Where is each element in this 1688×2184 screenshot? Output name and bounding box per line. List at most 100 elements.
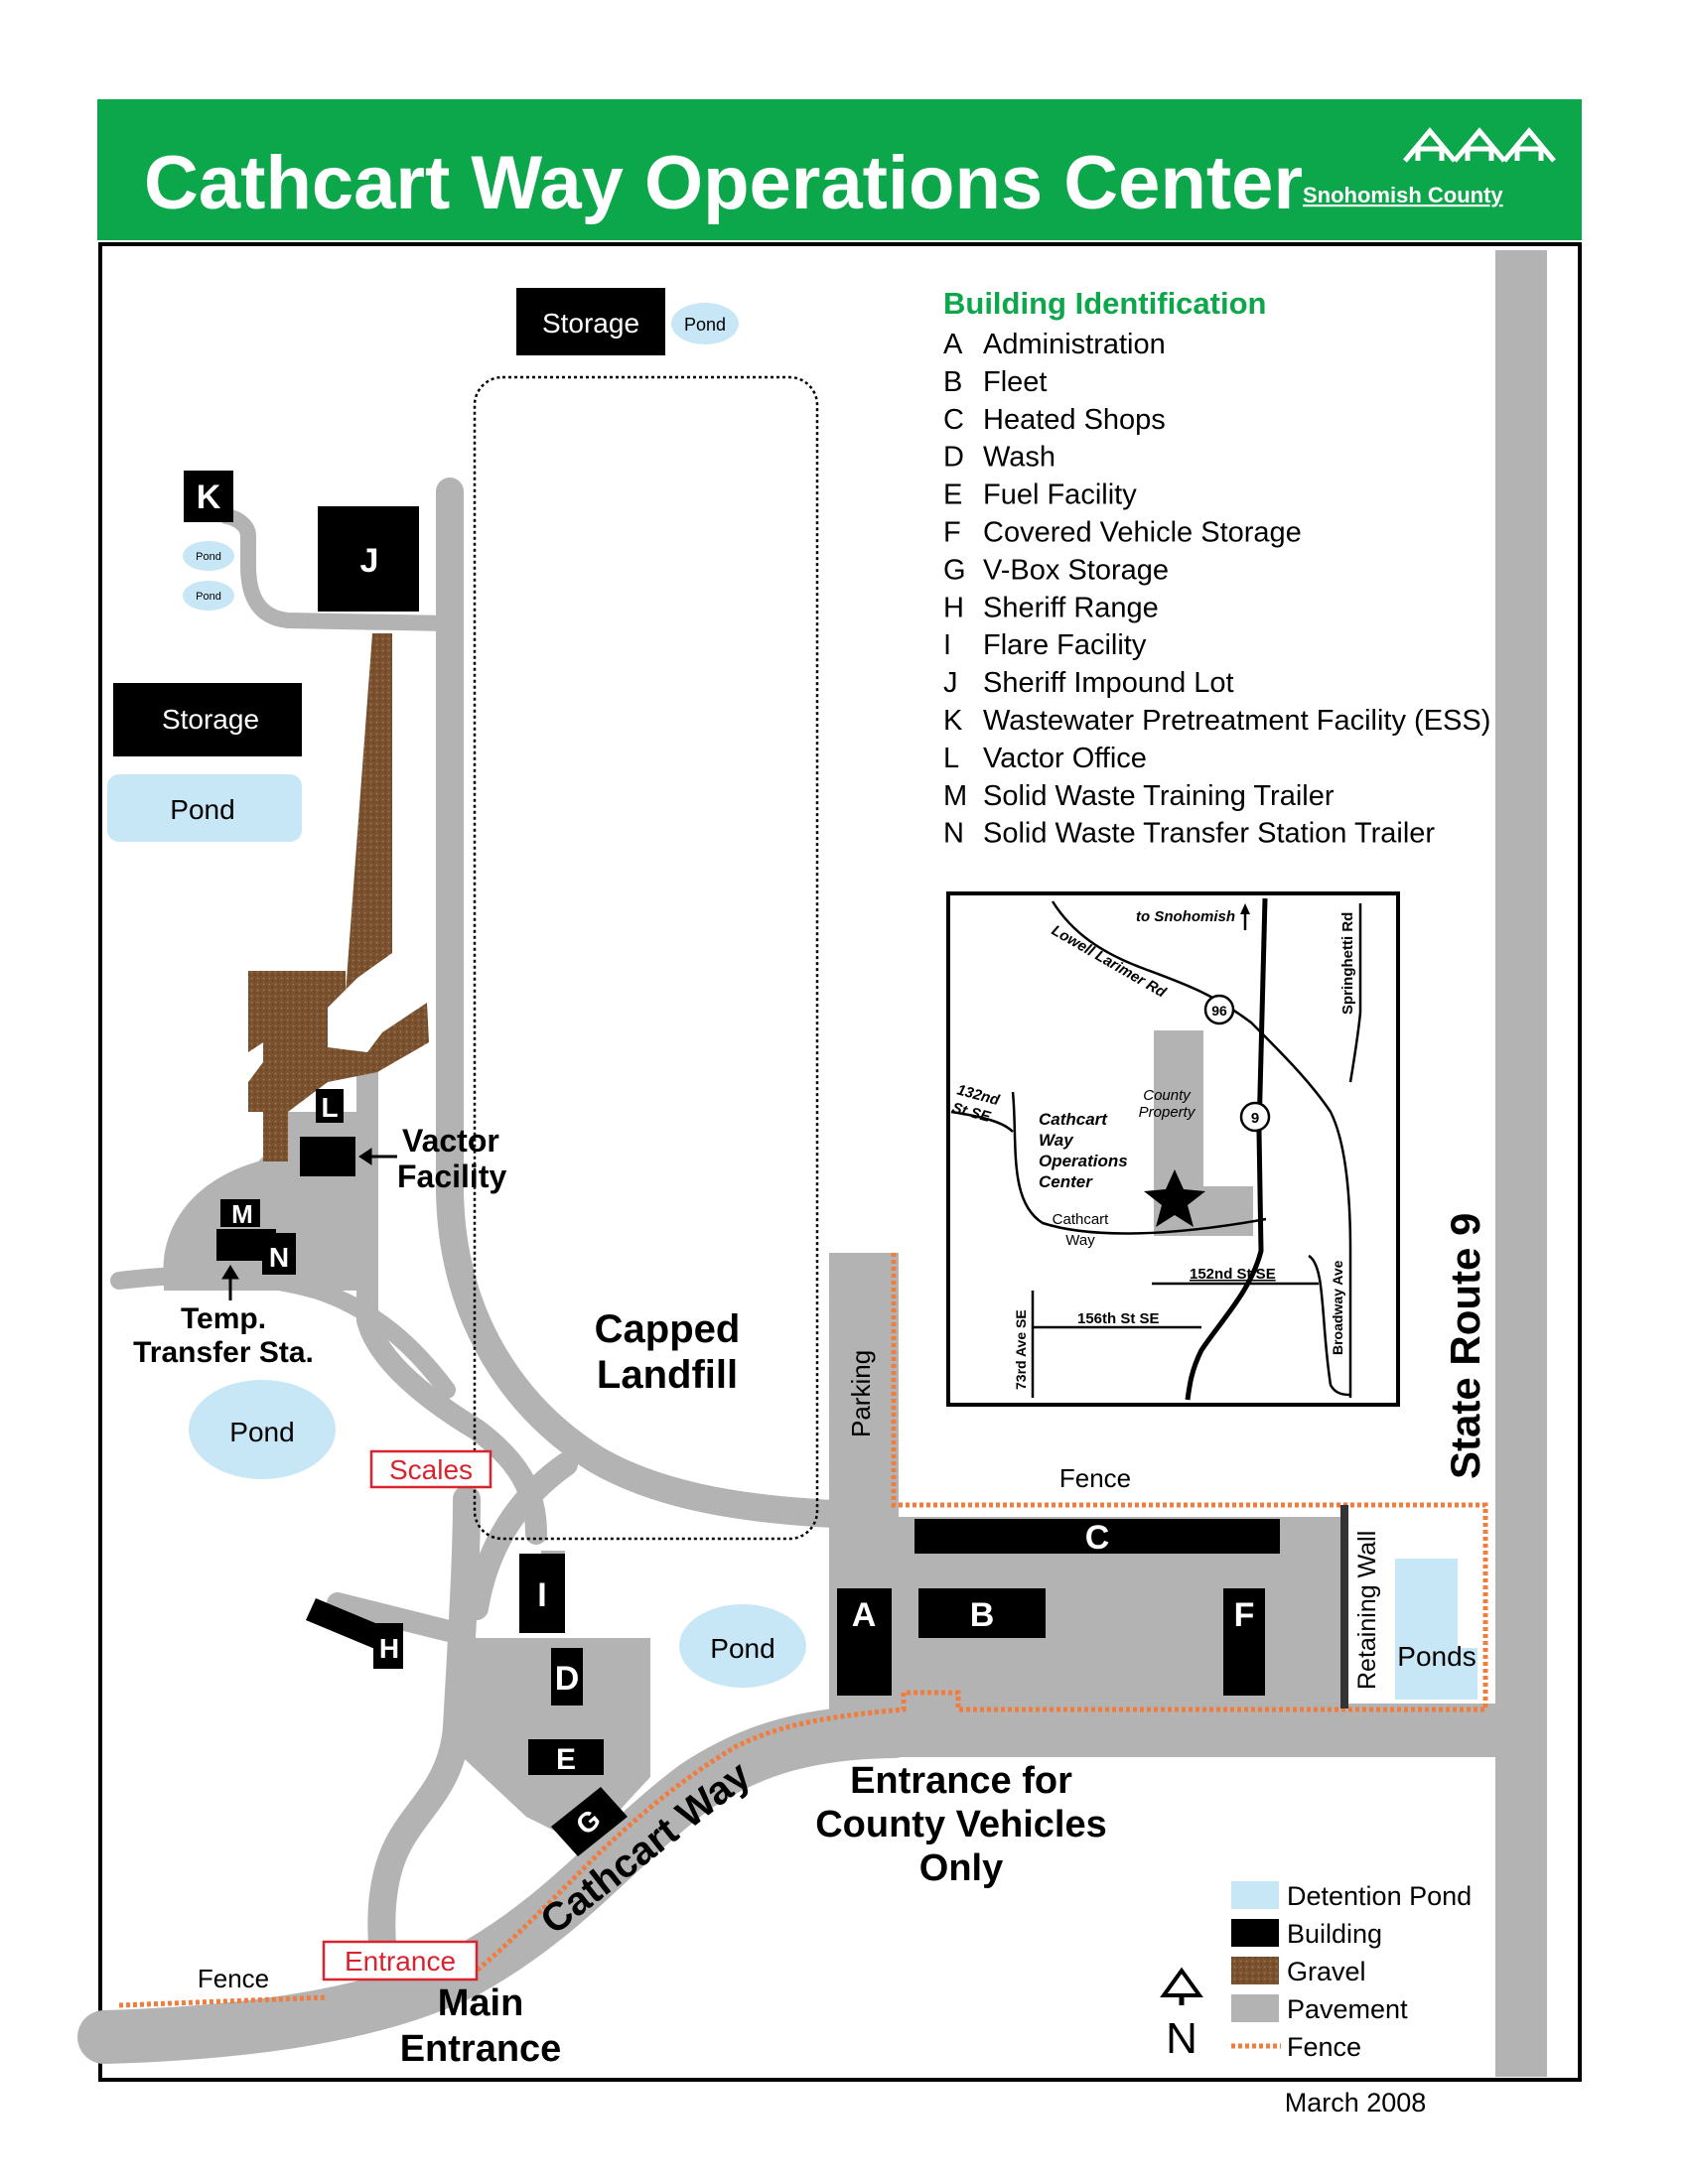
inset-152: 152nd St SE — [1190, 1266, 1276, 1283]
legend-swatch-building — [1231, 1919, 1279, 1947]
building-name-d: Wash — [983, 442, 1055, 474]
pond-label-center: Pond — [710, 1633, 774, 1664]
inset-73rd: 73rd Ave SE — [1013, 1309, 1029, 1390]
building-code-f: F — [943, 517, 961, 549]
legend-swatch-pond — [1231, 1881, 1279, 1909]
county-entrance-label-1: Entrance for — [850, 1760, 1072, 1802]
north-label: N — [1166, 2014, 1197, 2063]
building-code-a: A — [943, 329, 963, 360]
building-code-l: L — [943, 743, 959, 774]
pond-southwest — [189, 1380, 336, 1479]
building-f — [1223, 1588, 1265, 1696]
letter-j: J — [360, 542, 379, 580]
map-legend: Detention PondBuildingGravelPavementFenc… — [1231, 1881, 1472, 2062]
north-arrow-small-icon — [1240, 903, 1250, 914]
state-route-9-road — [1495, 250, 1547, 2077]
building-name-m: Solid Waste Training Trailer — [983, 780, 1335, 812]
inset-springhetti: Springhetti Rd — [1339, 912, 1356, 1015]
pond-top — [671, 303, 739, 344]
inset-county-property-2: Property — [1139, 1104, 1196, 1121]
main-entrance-label-1: Main — [438, 1982, 524, 2024]
building-name-l: Vactor Office — [983, 743, 1147, 774]
route-96-shield-icon — [1203, 994, 1235, 1025]
entrance-box: Entrance — [322, 1940, 479, 1981]
page-title: Cathcart Way Operations Center — [144, 141, 1303, 225]
state-route-label: State Route 9 — [1442, 1213, 1488, 1479]
legend-label-pond: Detention Pond — [1287, 1881, 1472, 1911]
main-entrance-label-2: Entrance — [400, 2028, 562, 2070]
route-9-line — [1185, 897, 1268, 1401]
inset-96-label: 96 — [1211, 1003, 1227, 1019]
letter-f: F — [1234, 1596, 1255, 1634]
building-code-b: B — [943, 366, 962, 398]
route-9-shield-icon — [1239, 1101, 1271, 1133]
header-banner: Cathcart Way Operations Center Snohomish… — [97, 99, 1582, 240]
building-code-n: N — [943, 818, 964, 850]
inset-cathcart-2: Way — [1065, 1232, 1095, 1249]
legend-label-fence: Fence — [1287, 2032, 1361, 2062]
pond-label-top: Pond — [684, 315, 726, 335]
building-b — [918, 1588, 1046, 1638]
temp-transfer-label-2: Transfer Sta. — [133, 1336, 314, 1369]
letter-b: B — [970, 1596, 995, 1634]
gravel-areas — [248, 633, 429, 1161]
vactor-arrow-icon — [358, 1148, 372, 1165]
pond-label-k2: Pond — [196, 591, 221, 603]
inset-center-3: Operations — [1039, 1152, 1128, 1170]
map-date: March 2008 — [1285, 2088, 1427, 2117]
building-e — [528, 1739, 604, 1775]
retaining-wall-label: Retaining Wall — [1353, 1531, 1381, 1690]
legend-label-pavement: Pavement — [1287, 1994, 1408, 2024]
building-name-h: Sheriff Range — [983, 592, 1159, 623]
storage-building-north — [516, 288, 665, 355]
fence-label-west: Fence — [198, 1964, 269, 1993]
building-c — [914, 1519, 1280, 1554]
building-name-i: Flare Facility — [983, 629, 1147, 661]
county-logo-icon — [1403, 127, 1556, 163]
letter-n: N — [269, 1242, 289, 1273]
building-name-n: Solid Waste Transfer Station Trailer — [983, 818, 1435, 850]
building-code-m: M — [943, 780, 967, 812]
letter-c: C — [1085, 1519, 1110, 1557]
building-l — [300, 1137, 355, 1176]
capped-landfill-label-1: Capped — [595, 1307, 741, 1351]
building-n — [262, 1233, 296, 1275]
location-star-icon — [1144, 1169, 1205, 1227]
inset-to-snohomish: to Snohomish — [1136, 908, 1235, 925]
pond-center — [679, 1604, 806, 1688]
storage-label-north: Storage — [542, 308, 639, 339]
inset-county-property-1: County — [1143, 1087, 1192, 1104]
legend-label-gravel: Gravel — [1287, 1957, 1366, 1986]
county-entrance-label-2: County Vehicles — [815, 1804, 1107, 1845]
inset-center-4: Center — [1039, 1172, 1093, 1191]
building-code-j: J — [943, 667, 958, 699]
building-h — [306, 1598, 387, 1650]
retaining-wall — [1340, 1505, 1348, 1708]
letter-m: M — [231, 1199, 253, 1229]
entrance-label: Entrance — [345, 1946, 456, 1977]
inset-roads — [950, 900, 1362, 1398]
pond-label-west: Pond — [170, 794, 234, 825]
vactor-label-1: Vactor — [402, 1123, 499, 1159]
storage-building-west — [113, 683, 302, 756]
building-id-title: Building Identification — [943, 286, 1266, 321]
pointer-arrows — [221, 1148, 397, 1300]
building-k — [184, 471, 233, 522]
logo-text: Snohomish County — [1303, 183, 1503, 207]
building-code-d: D — [943, 442, 964, 474]
building-code-e: E — [943, 479, 962, 511]
pond-label-southwest: Pond — [229, 1417, 294, 1447]
building-name-b: Fleet — [983, 366, 1047, 398]
building-code-g: G — [943, 554, 966, 586]
pond-west — [107, 774, 302, 842]
inset-center-2: Way — [1039, 1131, 1074, 1150]
building-a — [837, 1588, 892, 1696]
parking-label: Parking — [846, 1350, 876, 1437]
building-l-tag — [316, 1089, 344, 1123]
capped-landfill-boundary — [473, 375, 819, 1541]
letter-k: K — [197, 478, 221, 516]
north-arrow: N — [1160, 1967, 1203, 2063]
building-name-c: Heated Shops — [983, 404, 1166, 436]
